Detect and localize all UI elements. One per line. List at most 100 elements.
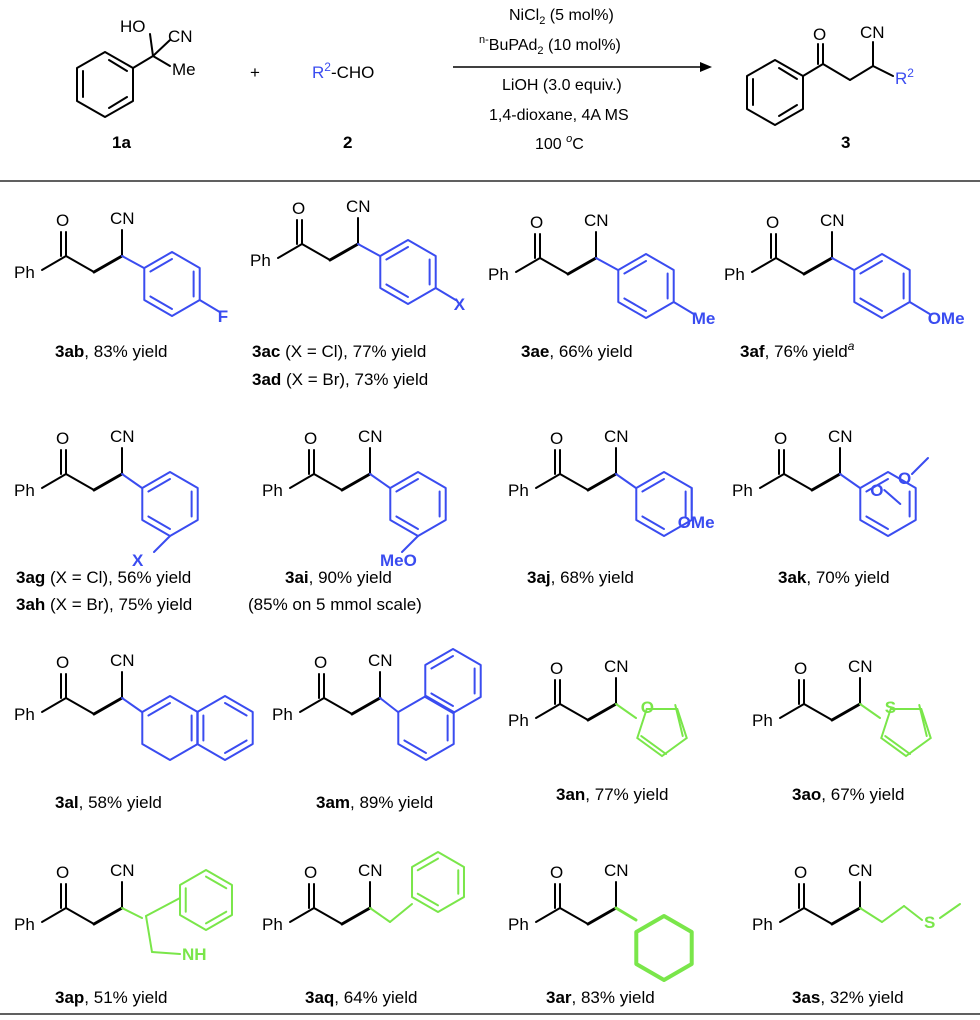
yield-caption: 3an, 77% yield — [556, 785, 668, 804]
carbonyl-oxygen: O — [56, 863, 69, 882]
svg-text:NiCl2 (5 mol%): NiCl2 (5 mol%) — [509, 7, 614, 27]
substituent-label: Me — [692, 309, 716, 328]
carbonyl-oxygen: O — [56, 429, 69, 448]
yield-caption: 3ap, 51% yield — [55, 988, 167, 1007]
compound-id: 3af — [740, 342, 765, 361]
aldehyde-label: -CHO — [331, 63, 374, 82]
compound-label-1a: 1a — [112, 133, 131, 152]
yield-text: (X = Cl), 77% yield — [280, 342, 426, 361]
yield-text: (X = Br), 73% yield — [281, 370, 428, 389]
carbonyl-oxygen: O — [813, 25, 826, 44]
svg-text:LiOH (3.0 equiv.): LiOH (3.0 equiv.) — [502, 77, 622, 94]
substituent-label: OMe — [928, 309, 965, 328]
methyl-label: Me — [172, 60, 196, 79]
carbonyl-oxygen: O — [56, 211, 69, 230]
nitrile-label: CN — [110, 861, 135, 880]
svg-text:R2: R2 — [895, 66, 914, 88]
yield-caption: 3aq, 64% yield — [305, 988, 417, 1007]
compound-id: 3am — [316, 793, 350, 812]
compound-id: 3ad — [252, 370, 281, 389]
substituent-label: X — [454, 295, 466, 314]
reactant-2: R2-CHO 2 — [312, 60, 374, 152]
carbonyl-oxygen: O — [766, 213, 779, 232]
nitrile-label: CN — [860, 23, 885, 42]
svg-text:1,4-dioxane, 4A MS: 1,4-dioxane, 4A MS — [489, 107, 629, 124]
carbonyl-oxygen: O — [774, 429, 787, 448]
compound-label-2: 2 — [343, 133, 352, 152]
nitrile-label: CN — [110, 651, 135, 670]
yield-caption: 3am, 89% yield — [316, 793, 433, 812]
yield-caption: 3ae, 66% yield — [521, 342, 633, 361]
carbonyl-oxygen: O — [794, 659, 807, 678]
r2-label: R — [895, 69, 907, 88]
phenyl-label: Ph — [488, 265, 509, 284]
compound-id: 3as — [792, 988, 820, 1007]
product-3: O CN R2 3 — [746, 23, 914, 152]
r2-label: R — [312, 63, 324, 82]
nitrile-label: CN — [368, 651, 393, 670]
nitrile-label: CN — [110, 209, 135, 228]
carbonyl-oxygen: O — [314, 653, 327, 672]
heteroatom-label: NH — [182, 945, 207, 964]
phenyl-label: Ph — [14, 705, 35, 724]
yield-text: , 58% yield — [79, 793, 162, 812]
yield-text: , 66% yield — [549, 342, 632, 361]
nitrile-label: CN — [604, 861, 629, 880]
yield-text: (85% on 5 mmol scale) — [248, 595, 422, 614]
compound-label-3: 3 — [841, 133, 850, 152]
phenyl-label: Ph — [262, 481, 283, 500]
phenyl-label: Ph — [732, 481, 753, 500]
yield-text: , 51% yield — [84, 988, 167, 1007]
carbonyl-oxygen: O — [794, 863, 807, 882]
svg-text:n-BuPAd2 (10 mol%): n-BuPAd2 (10 mol%) — [479, 34, 621, 57]
footnote-mark: a — [848, 339, 855, 353]
yield-text: , 83% yield — [84, 342, 167, 361]
phenyl-label: Ph — [250, 251, 271, 270]
heteroatom-label: S — [885, 698, 896, 717]
yield-caption: 3ai, 90% yield — [285, 568, 392, 587]
yield-text: (X = Br), 75% yield — [45, 595, 192, 614]
yield-text: , 89% yield — [350, 793, 433, 812]
structure-3al: Ph O CN — [14, 651, 254, 761]
yield-text: (X = Cl), 56% yield — [45, 568, 191, 587]
compound-id: 3ae — [521, 342, 549, 361]
yield-caption: 3as, 32% yield — [792, 988, 904, 1007]
carbonyl-oxygen: O — [550, 429, 563, 448]
compound-id: 3ar — [546, 988, 572, 1007]
yield-text: , 76% yield — [765, 342, 848, 361]
yield-caption: 3ao, 67% yield — [792, 785, 904, 804]
compound-id: 3ak — [778, 568, 807, 587]
yield-text: , 64% yield — [334, 988, 417, 1007]
carbonyl-oxygen: O — [550, 863, 563, 882]
plus-sign: + — [250, 63, 260, 82]
yield-caption: 3aj, 68% yield — [527, 568, 634, 587]
phenyl-label: Ph — [14, 263, 35, 282]
nitrile-label: CN — [346, 197, 371, 216]
carbonyl-oxygen: O — [56, 653, 69, 672]
carbonyl-oxygen: O — [550, 659, 563, 678]
r2-superscript: 2 — [324, 60, 331, 74]
phenyl-label: Ph — [752, 915, 773, 934]
yield-text: , 83% yield — [572, 988, 655, 1007]
compound-id: 3ac — [252, 342, 280, 361]
compound-id: 3al — [55, 793, 79, 812]
structure-3ar: Ph O CN — [508, 861, 694, 982]
phenyl-label: Ph — [508, 915, 529, 934]
carbonyl-oxygen: O — [304, 863, 317, 882]
svg-text:100 oC: 100 oC — [535, 133, 584, 153]
yield-caption: 3ab, 83% yield — [55, 342, 167, 361]
carbonyl-oxygen: O — [292, 199, 305, 218]
yield-caption: 3al, 58% yield — [55, 793, 162, 812]
nitrile-label: CN — [604, 427, 629, 446]
substituent-label: O — [870, 481, 883, 500]
structure-3ac: Ph O CN X — [250, 197, 466, 314]
nitrile-label: CN — [168, 27, 193, 46]
yield-text: , 67% yield — [821, 785, 904, 804]
phenyl-label: Ph — [508, 481, 529, 500]
